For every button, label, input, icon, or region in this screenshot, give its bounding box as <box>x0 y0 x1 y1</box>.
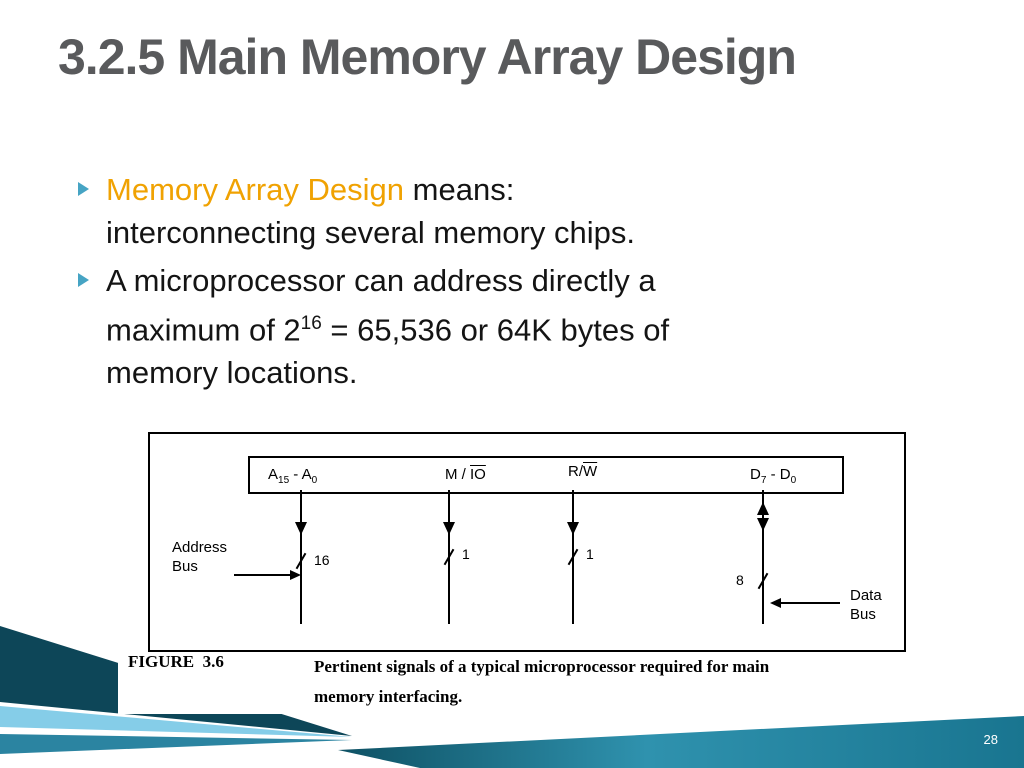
signal-line-data <box>762 490 764 624</box>
slide-title: 3.2.5 Main Memory Array Design <box>58 29 797 85</box>
bus-width-rw: 1 <box>586 546 594 562</box>
deco-light-wedge <box>0 706 352 737</box>
arrow-down-icon <box>443 522 455 535</box>
bus-label-address: A15 - A0 <box>268 466 318 486</box>
bus-label-mio: M / IO <box>445 466 486 483</box>
bullet-marker-icon <box>78 273 89 287</box>
bullet-text-1: Memory Array Design means: interconnecti… <box>106 168 976 254</box>
arrow-down-icon <box>757 518 769 531</box>
bullet-1-line2: interconnecting several memory chips. <box>106 215 635 250</box>
bullet-item-2: A microprocessor can address directly a … <box>76 259 976 394</box>
bullet-list: Memory Array Design means: interconnecti… <box>76 168 976 399</box>
figure-3-6: A15 - A0 M / IO R/W D7 - D0 16 1 1 <box>118 430 908 714</box>
signal-bus-rect: A15 - A0 M / IO R/W D7 - D0 <box>248 456 844 494</box>
address-bus-arrow <box>234 574 292 576</box>
figure-caption-tag: FIGURE 3.6 <box>128 652 224 671</box>
exponent: 16 <box>300 313 322 334</box>
figure-diagram: A15 - A0 M / IO R/W D7 - D0 16 1 1 <box>148 432 906 652</box>
page-number: 28 <box>983 732 998 747</box>
bus-width-data: 8 <box>736 572 744 588</box>
arrow-right-icon <box>290 570 301 580</box>
bus-label-rw: R/W <box>568 463 598 480</box>
bullet-item-1: Memory Array Design means: interconnecti… <box>76 168 976 254</box>
bus-width-mio: 1 <box>462 546 470 562</box>
bullet-1-line1: means: <box>404 172 515 207</box>
bullet-2-line2b: = 65,536 or 64K bytes of <box>321 312 670 348</box>
arrow-down-icon <box>567 522 579 535</box>
bullet-2-line2a: maximum of 2 <box>106 312 301 348</box>
deco-teal-wedge <box>0 734 352 754</box>
bullet-text-2: A microprocessor can address directly a … <box>106 259 976 394</box>
bus-label-data: D7 - D0 <box>750 466 797 486</box>
bullet-2-line3: memory locations. <box>106 355 358 391</box>
data-bus-arrow <box>780 602 840 604</box>
highlighted-text: Memory Array Design <box>106 172 405 207</box>
arrow-left-icon <box>770 598 781 608</box>
arrow-up-icon <box>757 502 769 515</box>
bullet-marker-icon <box>78 182 89 196</box>
bus-width-address: 16 <box>314 552 330 568</box>
deco-bottom-band <box>338 716 1024 768</box>
bullet-2-line1: A microprocessor can address directly a <box>106 263 656 298</box>
figure-caption-text: Pertinent signals of a typical microproc… <box>314 657 770 706</box>
arrow-down-icon <box>295 522 307 535</box>
